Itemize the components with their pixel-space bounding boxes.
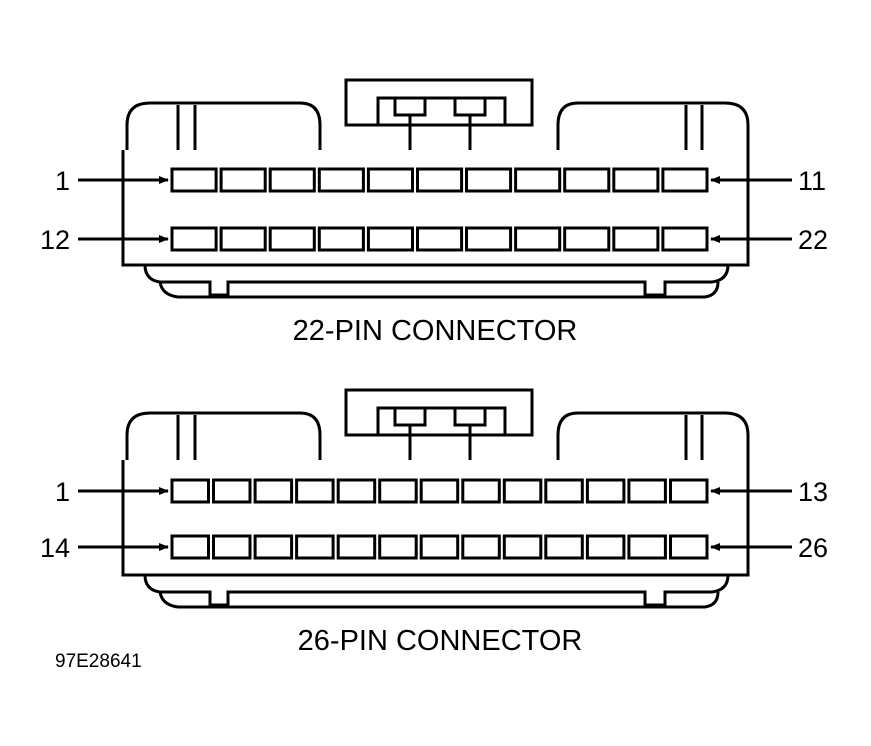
pin-cavity — [544, 534, 584, 560]
pin-label-row2-right: 26 — [798, 533, 828, 563]
latch-tab — [393, 98, 427, 117]
pin-cavity — [465, 226, 513, 252]
pin-cavity — [419, 478, 460, 504]
pin-cavity — [219, 226, 267, 252]
latch — [344, 78, 534, 127]
housing-foot — [158, 591, 720, 609]
pin-label-row1-left: 1 — [55, 166, 70, 196]
pin-cavity — [514, 226, 562, 252]
pin-cavity — [502, 478, 543, 504]
pin-label-row2-left: 14 — [40, 533, 70, 563]
pin-cavity — [419, 534, 460, 560]
pin-cavity — [378, 478, 418, 504]
latch — [344, 388, 534, 437]
pin-cavity — [212, 534, 252, 560]
pin-cavity — [268, 167, 316, 193]
housing-outline — [121, 150, 750, 267]
latch-tab — [453, 98, 487, 117]
pin-label-row2-left: 12 — [40, 225, 70, 255]
pin-cavity — [378, 534, 418, 560]
pin-cavity — [268, 226, 316, 252]
connector-26-pin: 1 13 14 26 26-PIN CONNECTOR — [40, 388, 828, 657]
latch-tab — [453, 408, 487, 427]
connector-caption: 22-PIN CONNECTOR — [293, 315, 578, 347]
figure-id: 97E28641 — [55, 651, 142, 672]
pin-cavity — [366, 226, 414, 252]
housing-outline — [121, 460, 750, 577]
pin-cavity — [366, 167, 414, 193]
pin-cavity — [295, 478, 335, 504]
latch-stem — [408, 115, 472, 150]
pin-cavity — [585, 478, 626, 504]
pin-cavity — [563, 226, 611, 252]
pin-cavity — [212, 478, 252, 504]
pin-cavity — [585, 534, 626, 560]
pin-cavity — [253, 478, 294, 504]
pin-label-row1-right: 11 — [798, 166, 826, 196]
left-shoulder — [125, 101, 322, 150]
pin-cavity — [317, 226, 365, 252]
pin-cavity — [317, 167, 365, 193]
latch-stem — [408, 425, 472, 460]
pin-cavity — [669, 534, 709, 560]
pin-label-row1-right: 13 — [798, 477, 828, 507]
pin-cavity — [170, 478, 210, 504]
connector-caption: 26-PIN CONNECTOR — [298, 625, 583, 657]
pin-cavity — [170, 167, 218, 193]
pin-cavity — [612, 167, 660, 193]
housing-foot — [158, 281, 720, 299]
pin-cavity — [627, 534, 667, 560]
housing-base — [143, 264, 730, 297]
right-shoulder — [556, 411, 750, 460]
pin-cavity — [336, 478, 377, 504]
pin-cavity — [416, 167, 464, 193]
pin-cavity — [416, 226, 464, 252]
pin-cavity — [170, 226, 218, 252]
pin-cavity — [219, 167, 267, 193]
pin-cavity — [661, 167, 709, 193]
pin-cavity — [502, 534, 543, 560]
pin-label-row2-right: 22 — [798, 225, 828, 255]
pin-cavity — [514, 167, 562, 193]
housing-base — [143, 574, 730, 607]
pin-cavity — [170, 534, 210, 560]
pin-cavity — [461, 534, 501, 560]
latch-tab — [393, 408, 427, 427]
pin-cavity — [544, 478, 584, 504]
pin-cavity — [465, 167, 513, 193]
right-shoulder — [556, 101, 750, 150]
pin-cavity — [563, 167, 611, 193]
left-shoulder — [125, 411, 322, 460]
pin-cavity — [461, 478, 501, 504]
pin-cavity — [253, 534, 294, 560]
pin-cavity — [627, 478, 667, 504]
pin-cavity — [336, 534, 377, 560]
pin-cavity — [612, 226, 660, 252]
pin-cavity — [669, 478, 709, 504]
connector-22-pin: 1 11 12 22 22-PIN CONNECTOR — [40, 78, 828, 347]
latch-inner — [376, 406, 507, 435]
pin-label-row1-left: 1 — [55, 477, 70, 507]
pin-cavity — [295, 534, 335, 560]
pin-cavity — [661, 226, 709, 252]
latch-inner — [376, 96, 507, 125]
